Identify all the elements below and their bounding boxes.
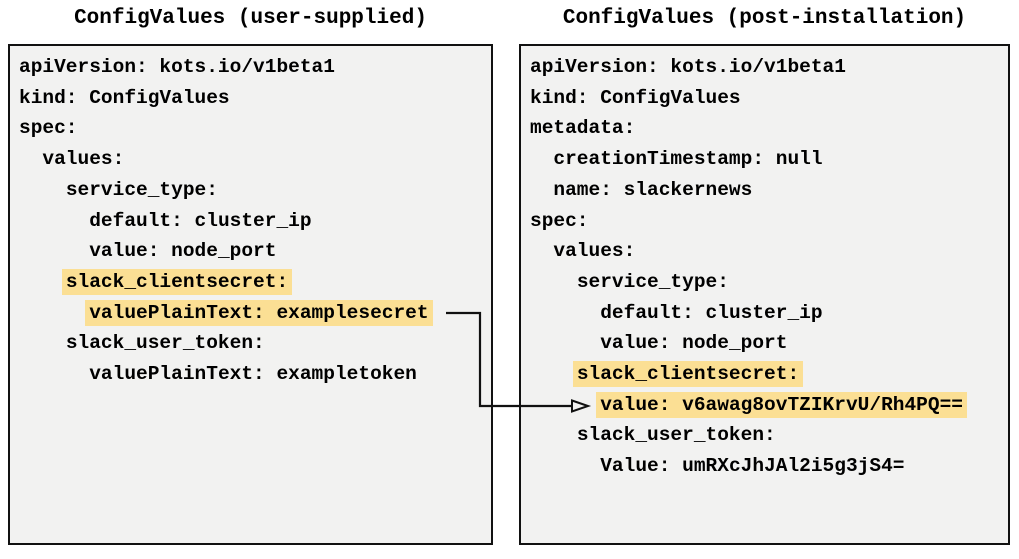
yaml-text: values: (42, 148, 125, 171)
yaml-text: creationTimestamp: null (553, 148, 823, 171)
yaml-text: name: slackernews (553, 178, 753, 201)
yaml-text: default: cluster_ip (89, 209, 312, 232)
yaml-line: kind: ConfigValues (530, 83, 1004, 114)
yaml-line-plaintext-secret: valuePlainText: examplesecret (19, 298, 487, 329)
yaml-line: spec: (530, 206, 1004, 237)
yaml-text: kind: ConfigValues (530, 86, 741, 109)
yaml-text: apiVersion: kots.io/v1beta1 (530, 56, 846, 78)
yaml-text: service_type: (65, 178, 218, 201)
highlighted-yaml-text: slack_clientsecret: (572, 361, 804, 388)
yaml-indent (19, 210, 89, 232)
yaml-line: default: cluster_ip (530, 298, 1004, 329)
yaml-text: kind: ConfigValues (19, 86, 230, 109)
yaml-text: value: node_port (600, 332, 788, 355)
yaml-line: apiVersion: kots.io/v1beta1 (530, 52, 1004, 83)
yaml-line: slack_user_token: (530, 420, 1004, 451)
yaml-line: value: node_port (19, 236, 487, 267)
yaml-line: service_type: (19, 175, 487, 206)
yaml-text: values: (553, 240, 636, 263)
highlighted-yaml-text: slack_clientsecret: (61, 268, 293, 295)
yaml-indent (19, 332, 66, 354)
yaml-line: metadata: (530, 113, 1004, 144)
yaml-line: values: (19, 144, 487, 175)
yaml-indent (530, 332, 600, 354)
user-supplied-config-box: apiVersion: kots.io/v1beta1 kind: Config… (8, 44, 493, 545)
yaml-line: Value: umRXcJhJAl2i5g3jS4= (530, 451, 1004, 482)
yaml-text: apiVersion: kots.io/v1beta1 (19, 56, 335, 78)
yaml-text: slack_user_token: (65, 332, 265, 355)
yaml-indent (530, 455, 600, 477)
yaml-indent (19, 302, 89, 324)
yaml-text: Value: umRXcJhJAl2i5g3jS4= (600, 455, 905, 478)
user-supplied-panel-title: ConfigValues (user-supplied) (74, 7, 427, 30)
yaml-indent (19, 240, 89, 262)
yaml-line-encrypted-secret: value: v6awag8ovTZIKrvU/Rh4PQ== (530, 390, 1004, 421)
highlighted-yaml-text: valuePlainText: examplesecret (85, 299, 433, 326)
yaml-text: slack_user_token: (576, 424, 776, 447)
post-installation-config-box: apiVersion: kots.io/v1beta1 kind: Config… (519, 44, 1010, 545)
yaml-line-slack-clientsecret: slack_clientsecret: (19, 267, 487, 298)
yaml-indent (530, 302, 600, 324)
yaml-text: default: cluster_ip (600, 301, 823, 324)
yaml-indent (530, 148, 553, 170)
yaml-line: values: (530, 236, 1004, 267)
yaml-indent (530, 394, 600, 416)
yaml-text: service_type: (576, 270, 729, 293)
yaml-indent (530, 271, 577, 293)
yaml-line: apiVersion: kots.io/v1beta1 (19, 52, 487, 83)
yaml-line: value: node_port (530, 328, 1004, 359)
yaml-text: value: node_port (89, 240, 277, 263)
yaml-line: spec: (19, 113, 487, 144)
yaml-line-slack-clientsecret: slack_clientsecret: (530, 359, 1004, 390)
yaml-line: slack_user_token: (19, 328, 487, 359)
yaml-indent (19, 179, 66, 201)
yaml-text: metadata: (530, 117, 636, 140)
highlighted-yaml-text: value: v6awag8ovTZIKrvU/Rh4PQ== (596, 391, 967, 418)
yaml-indent (530, 179, 553, 201)
yaml-line: service_type: (530, 267, 1004, 298)
yaml-indent (530, 424, 577, 446)
yaml-text: valuePlainText: exampletoken (89, 363, 417, 386)
yaml-line: valuePlainText: exampletoken (19, 359, 487, 390)
post-installation-panel-title: ConfigValues (post-installation) (562, 7, 967, 30)
yaml-line: kind: ConfigValues (19, 83, 487, 114)
yaml-line: default: cluster_ip (19, 206, 487, 237)
yaml-indent (19, 271, 66, 293)
yaml-indent (19, 363, 89, 385)
yaml-indent (19, 148, 42, 170)
yaml-line: name: slackernews (530, 175, 1004, 206)
yaml-text: spec: (530, 209, 589, 232)
yaml-line: creationTimestamp: null (530, 144, 1004, 175)
yaml-indent (530, 363, 577, 385)
yaml-text: spec: (19, 117, 78, 140)
yaml-indent (530, 240, 553, 262)
